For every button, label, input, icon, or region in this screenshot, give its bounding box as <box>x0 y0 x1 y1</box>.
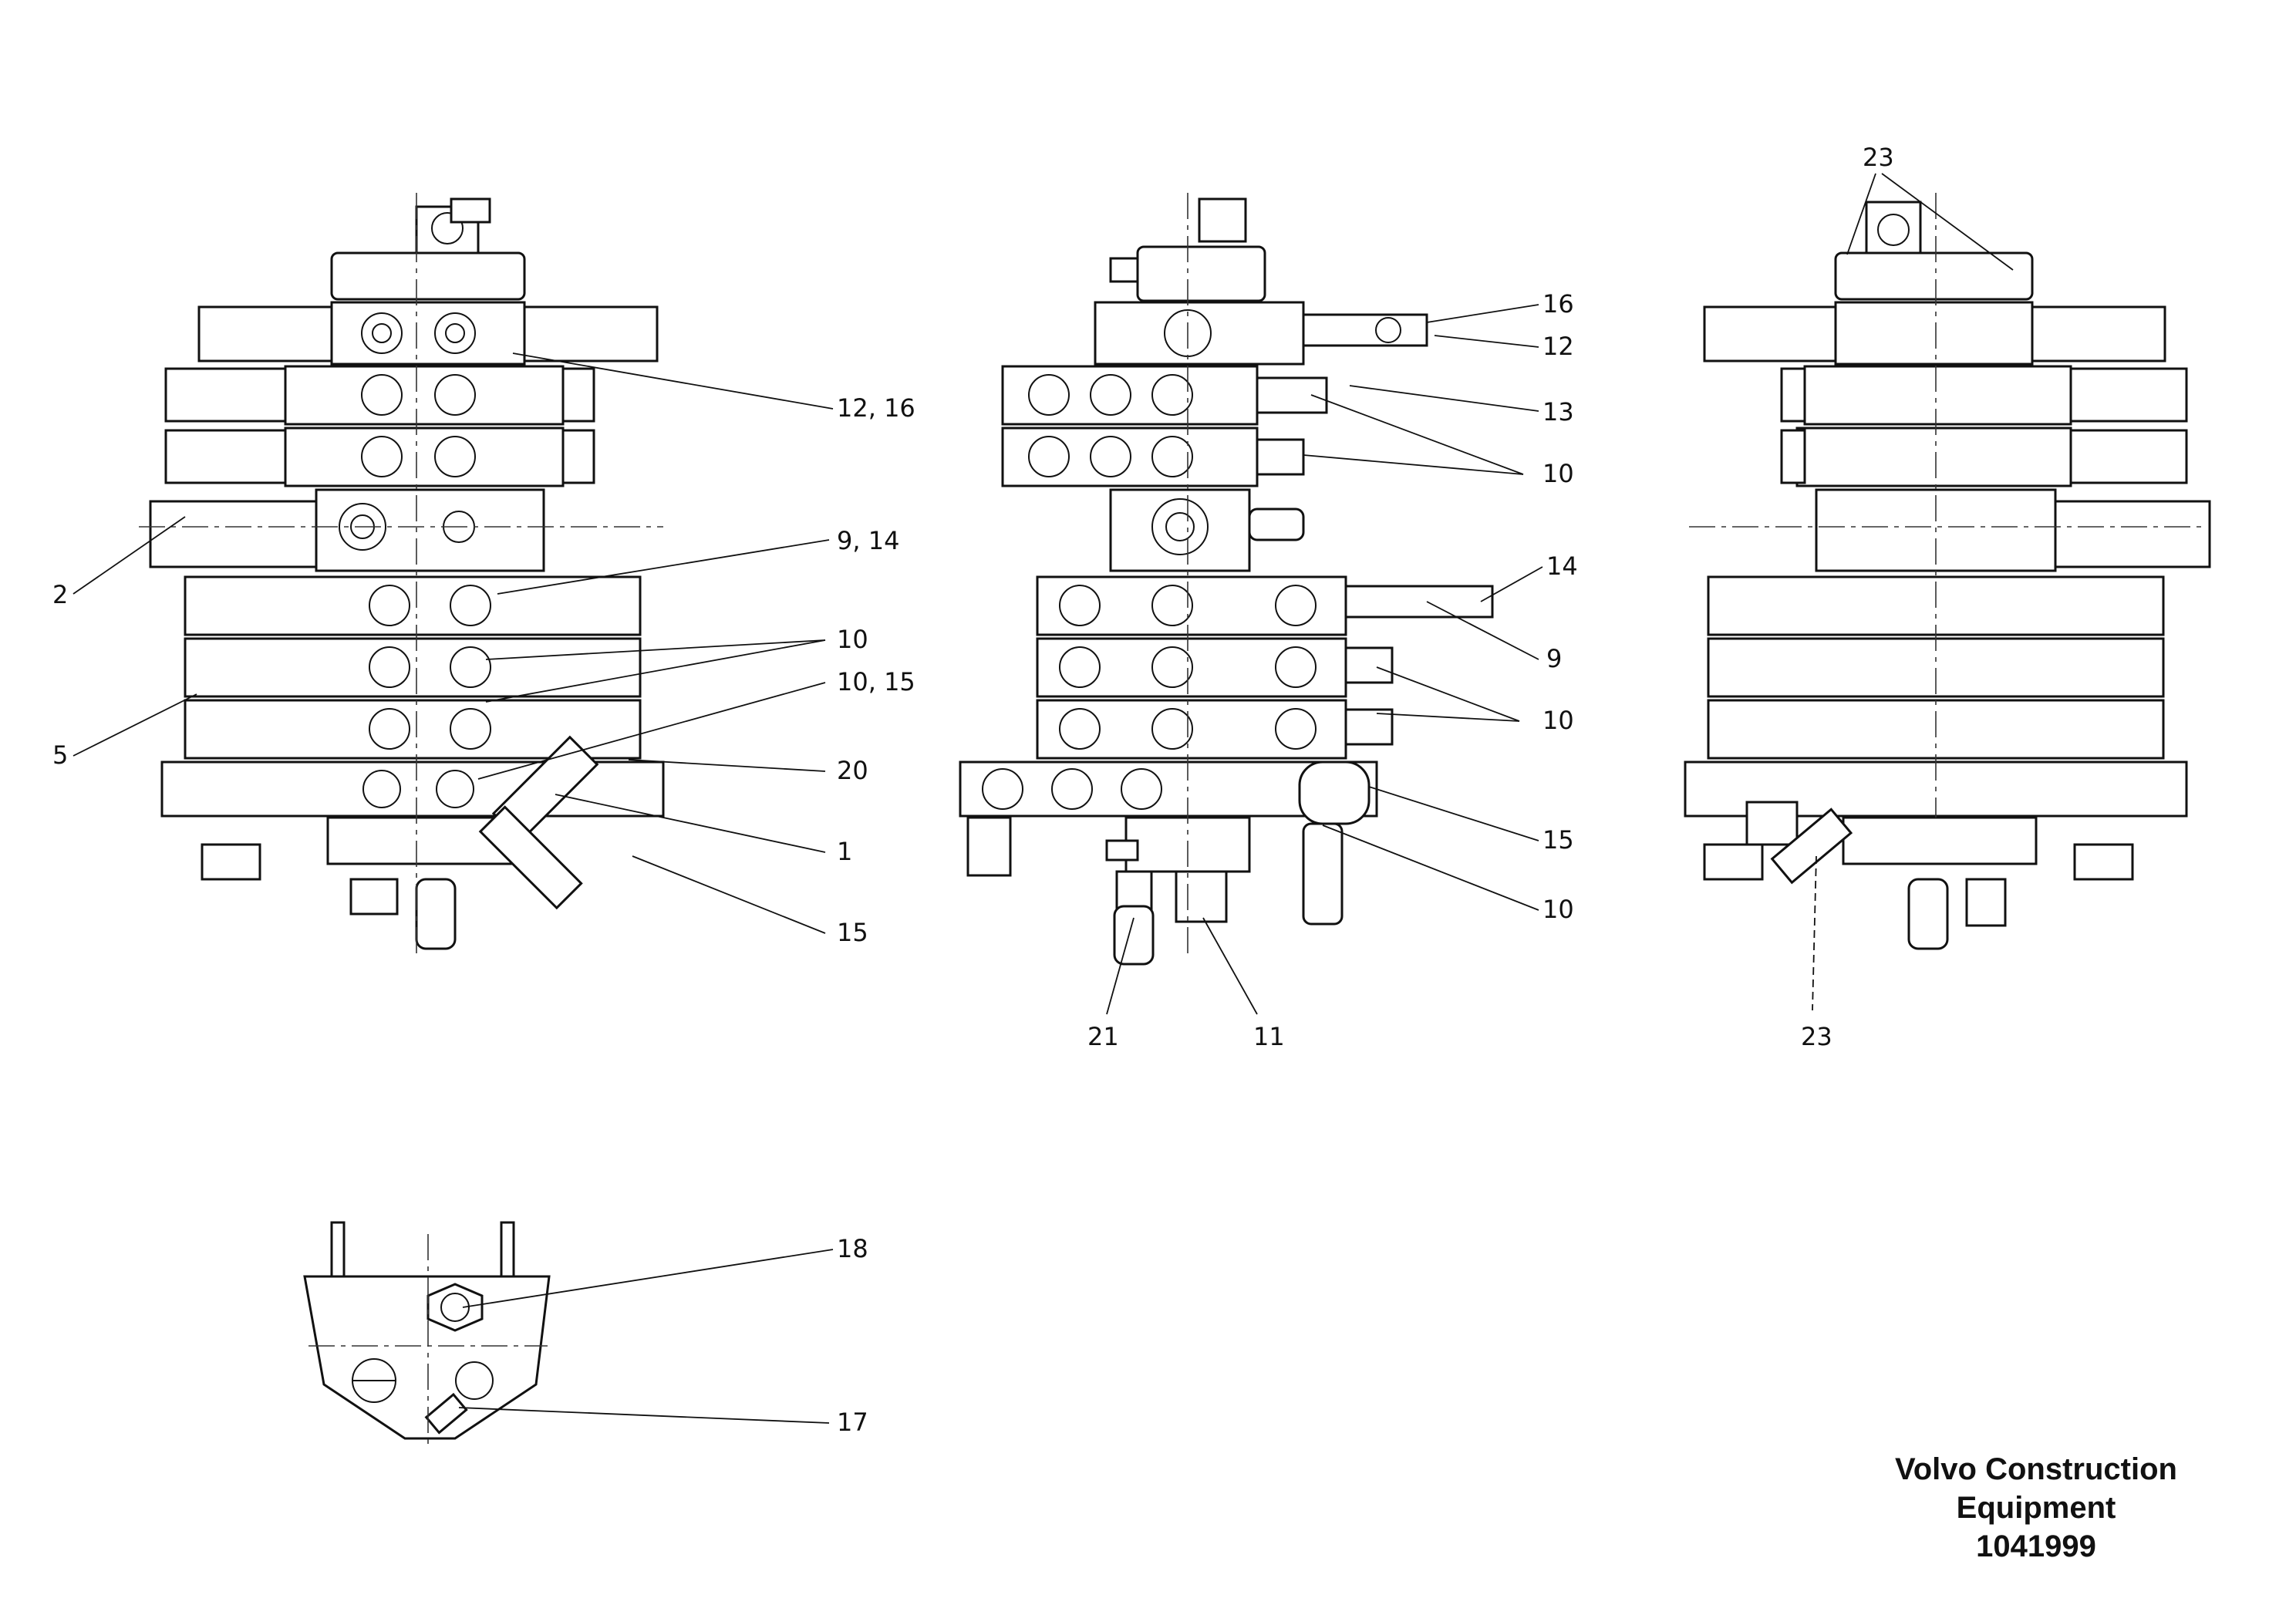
callout-12: 12 <box>1542 332 1574 361</box>
callout-10-middle: 10 <box>1542 706 1574 735</box>
callout-21: 21 <box>1087 1022 1119 1051</box>
side-view <box>959 193 1494 966</box>
callout-15-left: 15 <box>837 918 868 947</box>
callout-labels: 12, 16 9, 14 2 10 10, 15 5 20 1 15 16 12… <box>52 143 1894 1437</box>
callout-5: 5 <box>52 740 68 770</box>
callout-17: 17 <box>837 1408 868 1437</box>
callout-13: 13 <box>1542 397 1574 427</box>
front-view <box>139 193 665 956</box>
callout-20: 20 <box>837 756 868 785</box>
callout-11: 11 <box>1253 1022 1285 1051</box>
callout-10-left: 10 <box>837 625 868 654</box>
leader-lines <box>72 173 2014 1424</box>
callout-1: 1 <box>837 837 852 866</box>
rear-view <box>1684 193 2211 950</box>
callout-2: 2 <box>52 580 68 609</box>
callout-10-middle-bottom: 10 <box>1542 895 1574 924</box>
callout-9: 9 <box>1546 644 1562 673</box>
callout-9-14: 9, 14 <box>837 526 899 555</box>
callout-14: 14 <box>1546 551 1578 581</box>
callout-12-16: 12, 16 <box>837 393 915 423</box>
callout-18: 18 <box>837 1234 868 1263</box>
callout-10-middle-top: 10 <box>1542 459 1574 488</box>
callout-23-bottom: 23 <box>1801 1022 1832 1051</box>
part-number: 1041999 <box>1976 1529 2096 1563</box>
callout-15-middle: 15 <box>1542 825 1574 855</box>
detail-view <box>303 1221 551 1450</box>
title-block: Volvo Construction Equipment 1041999 <box>1836 1450 2237 1566</box>
brand-line-1: Volvo Construction <box>1895 1452 2177 1486</box>
callout-23-top: 23 <box>1863 143 1894 172</box>
callout-10-15: 10, 15 <box>837 667 915 696</box>
brand-line-2: Equipment <box>1956 1491 2116 1525</box>
callout-16: 16 <box>1542 289 1574 319</box>
